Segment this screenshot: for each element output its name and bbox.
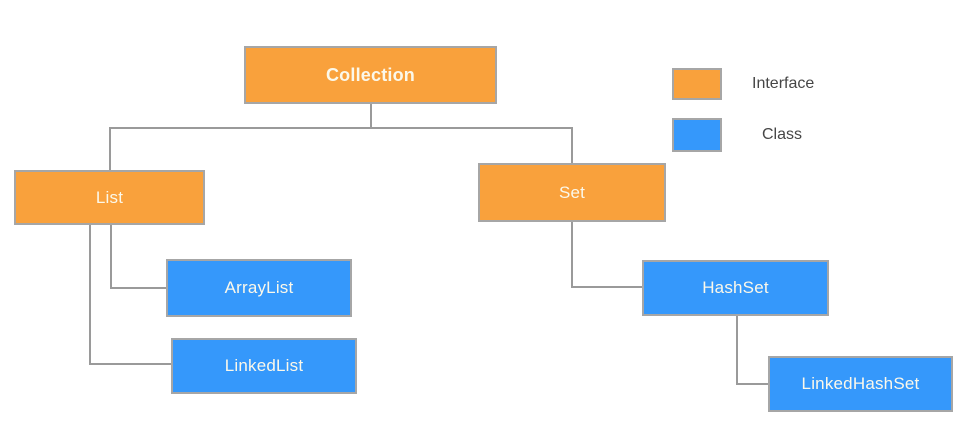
connector-collection-stem [370, 103, 372, 128]
connector-list-to-linkedlist-h [89, 363, 172, 365]
node-linkedhashset-label: LinkedHashSet [801, 374, 920, 393]
connector-list-to-arraylist-v [110, 224, 112, 289]
connector-collection-branch-bar [109, 127, 573, 129]
node-linkedlist-label: LinkedList [224, 356, 304, 375]
connector-hashset-to-linkedhashset-v [736, 315, 738, 385]
node-collection-label: Collection [325, 64, 415, 85]
node-set: Set [478, 163, 666, 222]
legend-class-label: Class [762, 126, 803, 143]
node-arraylist-label: ArrayList [224, 278, 294, 297]
legend-interface-swatch [672, 68, 722, 100]
connector-collection-to-set [571, 127, 573, 164]
node-hashset-label: HashSet [702, 278, 769, 297]
legend-class-swatch [672, 118, 722, 152]
node-collection: Collection [244, 46, 497, 104]
connector-list-to-arraylist-h [110, 287, 167, 289]
node-linkedhashset: LinkedHashSet [768, 356, 953, 412]
node-set-label: Set [558, 182, 586, 202]
connector-list-to-linkedlist-v [89, 224, 91, 365]
connector-hashset-to-linkedhashset-h [736, 383, 769, 385]
connector-set-to-hashset-v [571, 221, 573, 288]
node-hashset: HashSet [642, 260, 829, 316]
node-arraylist: ArrayList [166, 259, 352, 317]
connector-set-to-hashset-h [571, 286, 643, 288]
node-list: List [14, 170, 205, 225]
legend-interface-label: Interface [752, 75, 815, 92]
connector-collection-to-list [109, 127, 111, 171]
node-linkedlist: LinkedList [171, 338, 357, 394]
node-list-label: List [95, 187, 124, 207]
